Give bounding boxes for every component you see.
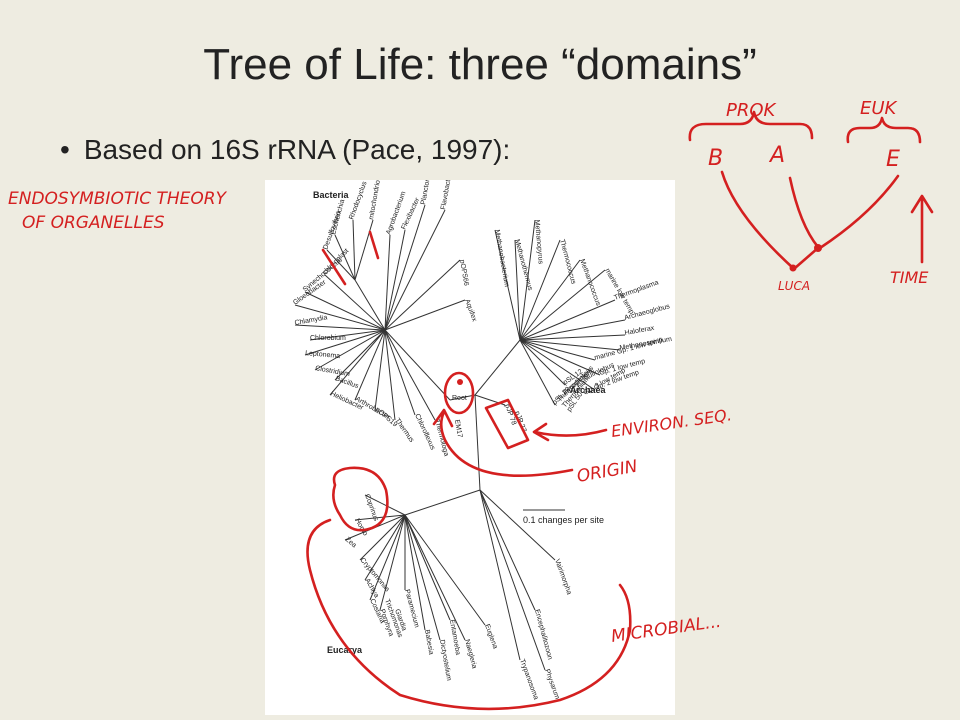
bullet-text: Based on 16S rRNA (Pace, 1997):: [83, 134, 511, 165]
luca-dot: [789, 264, 797, 272]
tree-diagram: Bacteria Archaea Eucarya Root 0.1 change…: [292, 180, 672, 701]
taxon-label: Zea: [344, 536, 358, 549]
domain-label-archaea: Archaea: [570, 385, 607, 395]
luca-branch-e: [818, 174, 900, 250]
luca-branch-b: [720, 170, 795, 270]
annotation-prok: PROK: [726, 100, 777, 121]
taxon-label: Euglena: [483, 623, 498, 650]
annotation-b: B: [708, 146, 723, 171]
tree-figure: Bacteria Archaea Eucarya Root 0.1 change…: [265, 180, 675, 715]
taxon-label: Dictyostelium: [438, 639, 452, 681]
taxon-label: Clostridium: [315, 365, 351, 378]
taxon-label: Leptonema: [305, 350, 341, 360]
annotation-luca: LUCA: [778, 279, 810, 293]
taxon-label: Planctomyces: [420, 180, 435, 205]
euk-bracket: [846, 116, 922, 144]
taxon-label: Thermus: [393, 417, 415, 444]
taxon-label: Aquifex: [463, 298, 478, 323]
bullet-dot: •: [60, 134, 70, 165]
annotation-euk: EUK: [860, 98, 898, 119]
taxon-label: Thermococcus: [558, 239, 577, 286]
annotation-time: TIME: [890, 268, 929, 287]
taxon-label: Encephalitozoon: [533, 609, 553, 661]
annotation-endosymbiotic-2: OF ORGANELLES: [22, 213, 165, 233]
taxon-label: Flavobacterium: [440, 180, 455, 210]
luca-internal-branch: [793, 246, 820, 270]
domain-label-bacteria: Bacteria: [313, 190, 350, 200]
taxon-label: Methanopyrus: [533, 220, 544, 265]
taxon-label: marine Gp. 1 low temp: [594, 337, 664, 362]
domain-label-eucarya: Eucarya: [327, 645, 363, 655]
taxon-label: Vairimorpha: [553, 558, 572, 595]
taxon-label: pOPS66: [458, 259, 470, 286]
taxon-label: Physarum: [543, 668, 560, 700]
taxon-label: Entamoeba: [448, 619, 461, 656]
annotation-endosymbiotic-1: ENDOSYMBIOTIC THEORY: [8, 189, 228, 209]
luca-node-dot: [814, 244, 822, 252]
taxon-label: Rhodocyclus: [348, 180, 368, 221]
taxon-label: Naegleria: [463, 639, 478, 670]
taxon-label: Chlorobium: [310, 335, 346, 342]
taxon-label: EM17: [453, 419, 463, 438]
taxon-label: Haloferax: [624, 325, 655, 337]
annotation-a: A: [768, 143, 785, 168]
taxon-label: Synechococcus: [302, 256, 344, 293]
scale-label: 0.1 changes per site: [523, 515, 604, 525]
taxon-label: mitochondrion: [368, 180, 383, 220]
taxon-label: Thermotoga: [433, 419, 450, 457]
taxon-label: Chlamydia: [294, 314, 328, 327]
luca-branch-a: [788, 176, 820, 249]
bullet-item: • Based on 16S rRNA (Pace, 1997):: [60, 134, 510, 166]
slide-title: Tree of Life: three “domains”: [203, 40, 757, 89]
root-label: Root: [452, 395, 467, 402]
taxon-labels: mitochondrionRhodocyclusEscherichiaDesul…: [292, 180, 672, 701]
taxon-label: Methanococcus: [578, 258, 602, 307]
taxon-label: Trypanosoma: [518, 658, 539, 700]
time-arrow: [910, 194, 934, 264]
prok-bracket: [688, 110, 814, 142]
taxon-label: Methanobacterium: [493, 229, 510, 287]
taxon-label: Coprinus: [363, 493, 379, 522]
taxon-label: Homo: [353, 518, 368, 538]
annotation-e: E: [886, 147, 900, 172]
taxon-label: Chloroflexus: [413, 413, 436, 452]
taxon-label: Babesia: [423, 629, 434, 655]
